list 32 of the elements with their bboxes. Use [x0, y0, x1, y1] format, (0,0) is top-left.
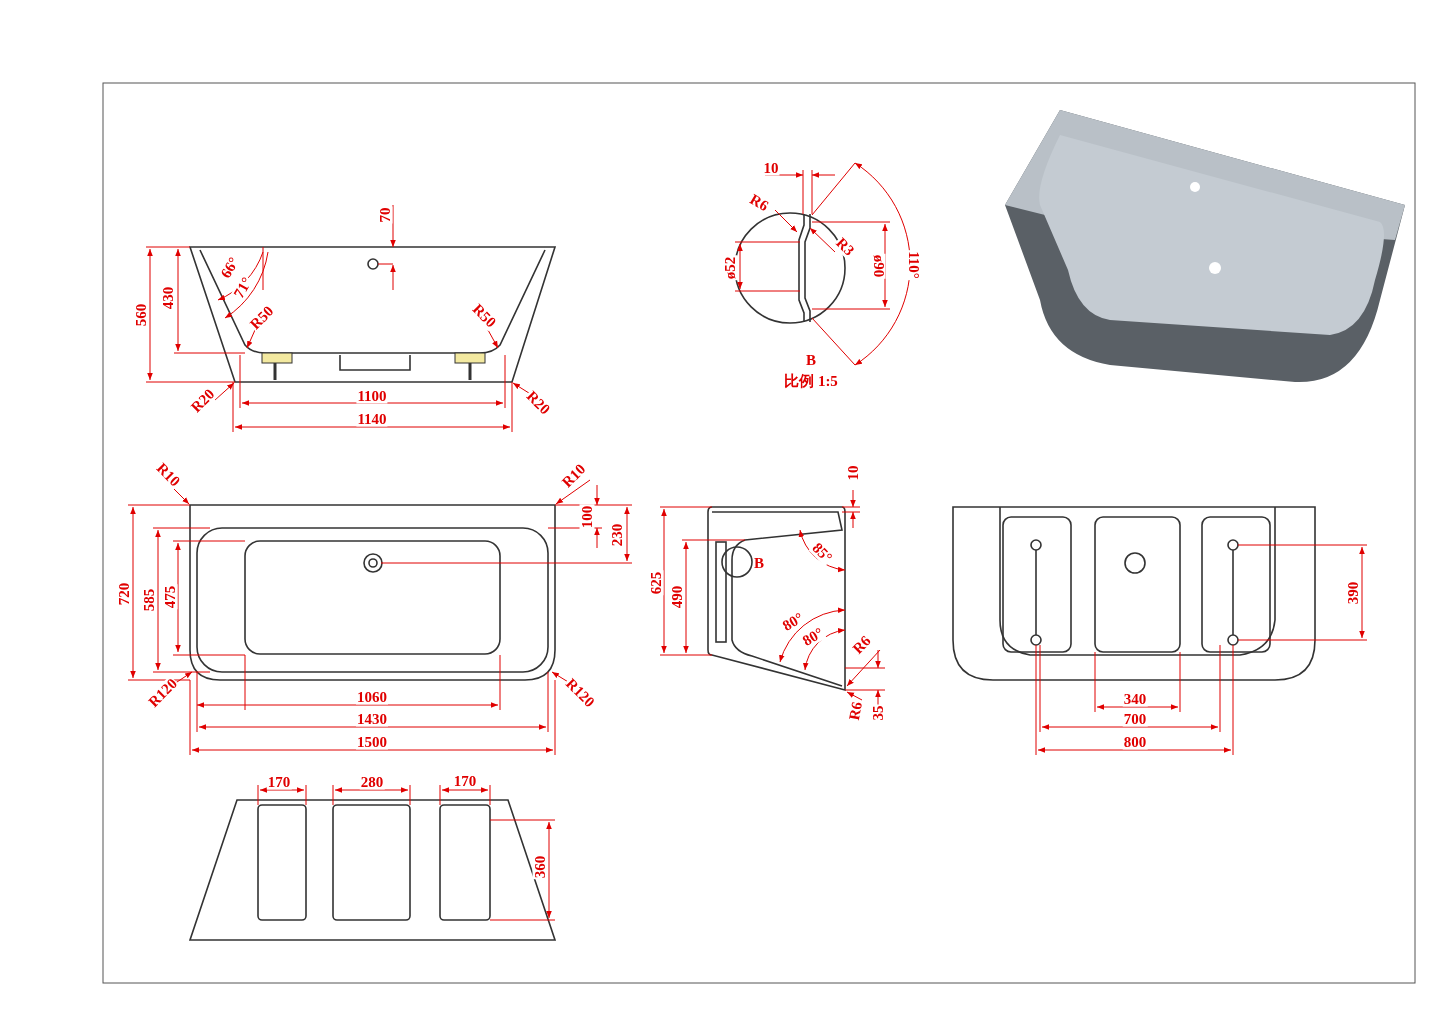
scale-label: 比例 1:5 [783, 373, 839, 389]
dimension-label: 170 [266, 774, 292, 790]
dimension-label: 490 [669, 584, 685, 610]
dimension-label: 625 [648, 570, 664, 596]
dimension-label: 700 [1122, 711, 1148, 727]
dimension-label: 720 [116, 581, 132, 607]
detail-label: B [753, 555, 765, 571]
dimension-label: 10 [845, 464, 861, 482]
dimension-label: 1060 [356, 689, 388, 705]
dimension-label: 430 [160, 285, 176, 311]
dimension-label: 110° [905, 250, 921, 280]
dimension-label: 390 [1345, 580, 1361, 606]
dimension-label: ø90 [870, 253, 886, 279]
dimension-label: 100 [579, 504, 595, 530]
dimension-label: 35 [870, 704, 886, 722]
dimension-label: 230 [609, 522, 625, 548]
dimension-label: 170 [452, 773, 478, 789]
dimension-label: 585 [141, 587, 157, 613]
dimension-label: 280 [359, 774, 385, 790]
dimension-label: 10 [762, 160, 780, 176]
dimension-label: 1430 [356, 711, 388, 727]
dimension-label: 340 [1122, 691, 1148, 707]
dimension-label: 1100 [356, 388, 388, 404]
dimension-label: 360 [532, 854, 548, 880]
dimension-label: 560 [133, 302, 149, 328]
dimension-label: 475 [162, 584, 178, 610]
dimension-label: ø52 [722, 255, 738, 281]
dimension-label: 800 [1122, 734, 1148, 750]
dimension-label: 1140 [356, 411, 388, 427]
dimension-label: 1500 [356, 734, 388, 750]
dimension-label: 70 [377, 206, 393, 224]
detail-label: B [805, 352, 817, 368]
